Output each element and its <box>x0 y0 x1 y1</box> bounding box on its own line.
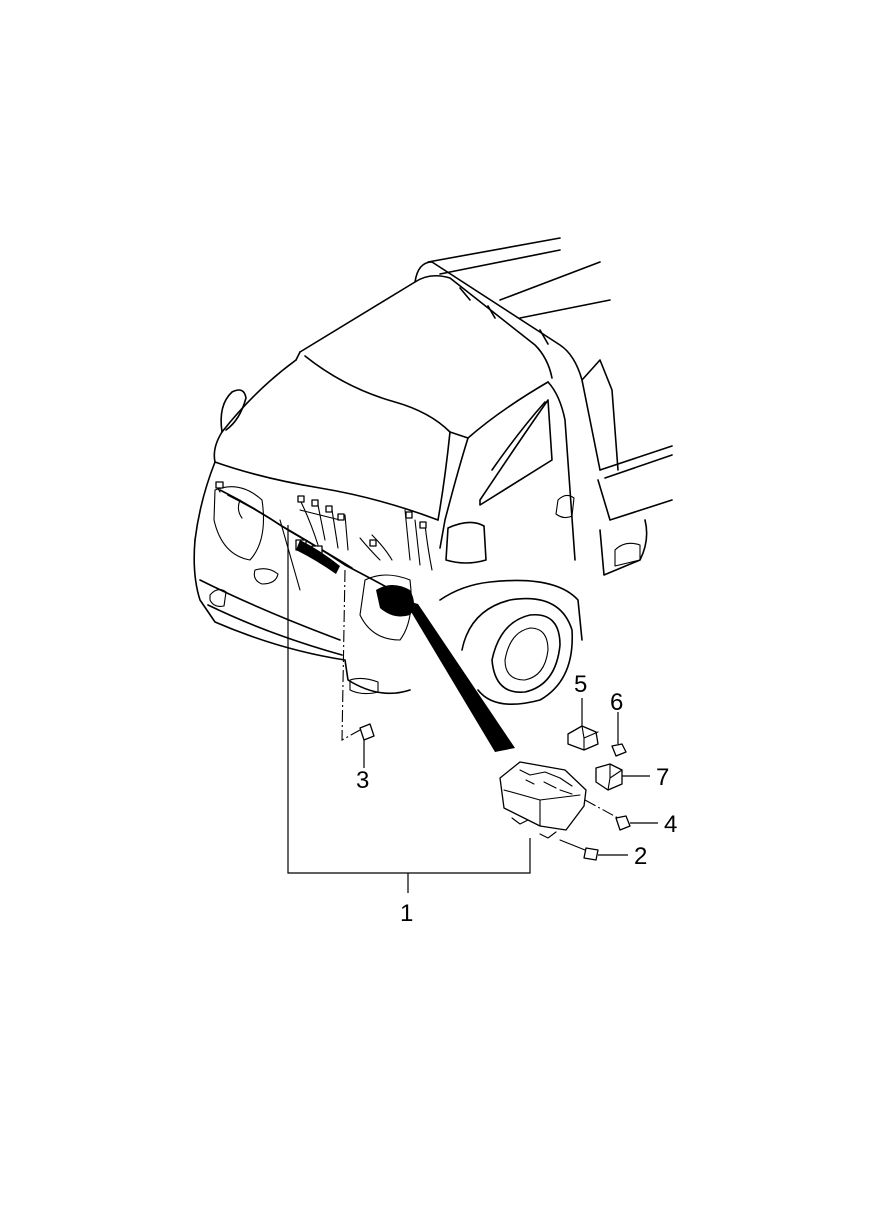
callout-7: 7 <box>656 764 669 791</box>
callout-leaders <box>287 525 658 893</box>
callout-6: 6 <box>610 689 623 716</box>
bolt-part-3 <box>341 569 375 741</box>
callout-labels: 1 2 3 4 5 6 7 <box>356 671 677 927</box>
nut-part-4 <box>584 799 631 831</box>
callout-1: 1 <box>400 900 413 927</box>
front-wiring-harness <box>215 481 515 752</box>
relay-part-7 <box>595 763 623 791</box>
callout-2: 2 <box>634 843 647 870</box>
relay-part-6 <box>611 743 627 757</box>
callout-3: 3 <box>356 767 369 794</box>
callout-4: 4 <box>664 811 677 838</box>
truck-illustration <box>193 237 673 706</box>
callout-5: 5 <box>574 671 587 698</box>
relay-part-5 <box>567 725 599 751</box>
junction-box <box>499 761 587 839</box>
bolt-part-2 <box>559 839 599 861</box>
